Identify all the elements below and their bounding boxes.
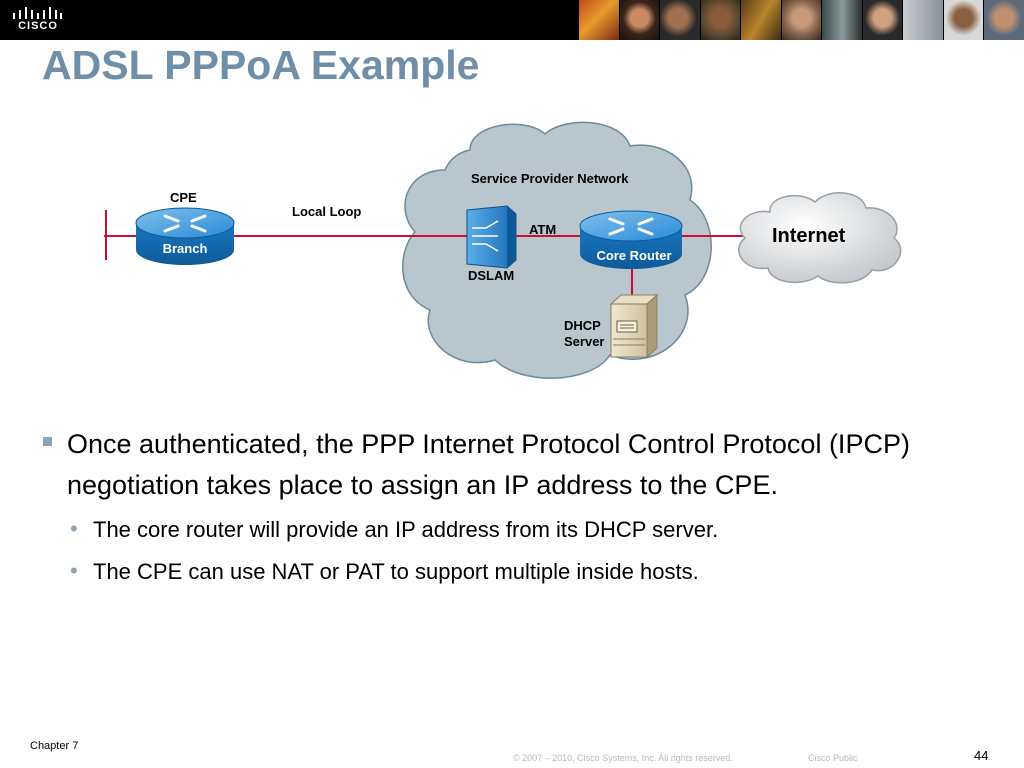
header-photo	[780, 0, 822, 40]
page-number: 44	[974, 748, 989, 763]
header-photo	[618, 0, 660, 40]
header-photo-strip	[578, 0, 1024, 40]
main-bullet: Once authenticated, the PPP Internet Pro…	[40, 424, 940, 506]
core-router-icon: Core Router	[579, 210, 683, 269]
header-photo	[861, 0, 903, 40]
cloud-label: Service Provider Network	[471, 171, 629, 186]
core-router-label: Core Router	[596, 248, 671, 263]
header-photo	[983, 0, 1024, 40]
local-loop-label: Local Loop	[292, 204, 362, 219]
dot-bullet-icon: •	[70, 558, 78, 583]
dot-bullet-icon: •	[70, 516, 78, 541]
slide-title: ADSL PPPoA Example	[42, 42, 480, 88]
dhcp-server-icon	[609, 293, 659, 359]
footer-chapter: Chapter 7	[30, 740, 79, 752]
atm-label: ATM	[529, 222, 557, 237]
cisco-logo: CISCO	[10, 5, 66, 35]
cpe-label: CPE	[170, 190, 197, 205]
internet-label: Internet	[772, 225, 846, 247]
main-bullet-text: Once authenticated, the PPP Internet Pro…	[67, 429, 910, 500]
branch-label: Branch	[163, 241, 208, 256]
header-photo	[740, 0, 781, 40]
sub-bullet-text: The CPE can use NAT or PAT to support mu…	[93, 559, 699, 584]
branch-router-icon: Branch	[135, 207, 235, 265]
dhcp-label-line2: Server	[564, 334, 605, 349]
internet-cloud	[738, 192, 902, 284]
cisco-bridge-icon	[13, 7, 62, 19]
sub-bullet: • The core router will provide an IP add…	[40, 512, 940, 548]
network-diagram: Branch	[0, 110, 1024, 400]
header-photo	[902, 0, 943, 40]
header-photo	[821, 0, 862, 40]
square-bullet-icon	[43, 437, 52, 446]
dslam-label: DSLAM	[468, 268, 515, 283]
cisco-logo-text: CISCO	[18, 20, 58, 32]
sub-bullet-text: The core router will provide an IP addre…	[93, 517, 719, 542]
sub-bullet: • The CPE can use NAT or PAT to support …	[40, 554, 940, 590]
header-photo	[578, 0, 619, 40]
footer-classification: Cisco Public	[808, 753, 858, 763]
bullet-list: Once authenticated, the PPP Internet Pro…	[40, 424, 940, 590]
dslam-icon	[466, 205, 517, 269]
dhcp-server-label: DHCP Server	[564, 318, 604, 350]
dhcp-label-line1: DHCP	[564, 318, 601, 333]
header-photo	[659, 0, 700, 40]
header-bar: CISCO	[0, 0, 1024, 40]
header-photo	[942, 0, 984, 40]
footer-copyright: © 2007 – 2010, Cisco Systems, Inc. All r…	[513, 753, 733, 763]
header-photo	[699, 0, 741, 40]
